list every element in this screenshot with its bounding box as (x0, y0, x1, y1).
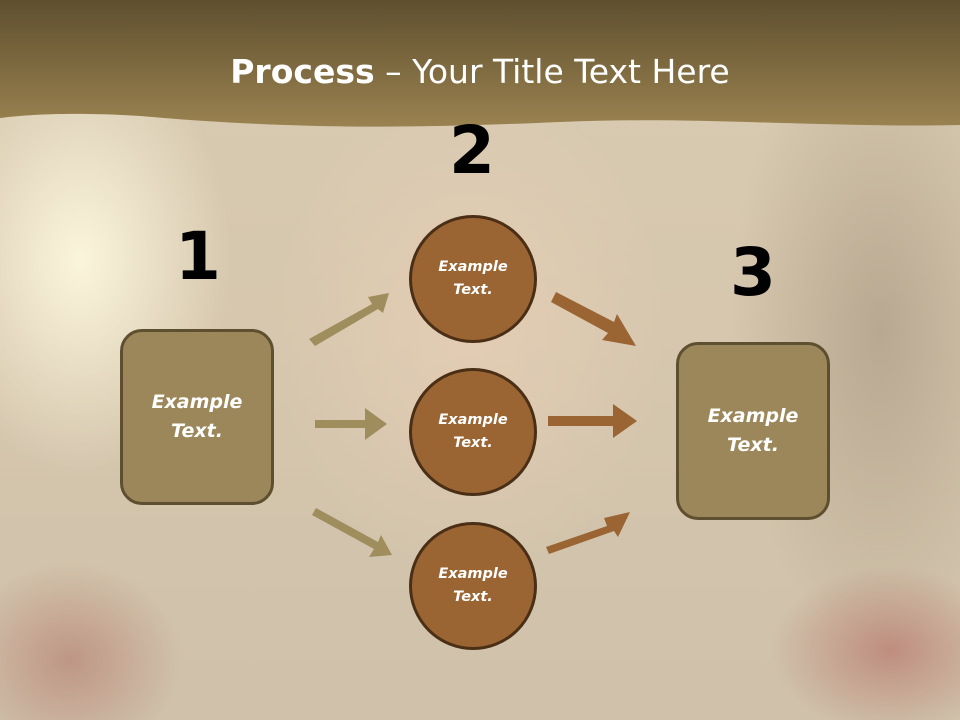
step-number-1: 1 (175, 218, 221, 295)
title-rest: – Your Title Text Here (374, 52, 730, 91)
process-node-bottom: Example Text. (409, 522, 537, 650)
arrow-left-bottom (312, 508, 392, 557)
arrow-left-top (309, 293, 389, 346)
slide-title: Process – Your Title Text Here (0, 52, 960, 91)
arrow-left-middle (315, 408, 387, 440)
step-number-3: 3 (730, 234, 776, 311)
step-box-3: Example Text. (676, 342, 830, 520)
header-banner (0, 0, 960, 127)
step-number-2: 2 (449, 112, 495, 189)
process-node-top: Example Text. (409, 215, 537, 343)
step-box-1: Example Text. (120, 329, 274, 505)
arrow-right-bottom (546, 512, 630, 554)
arrow-right-middle (548, 404, 637, 438)
arrow-right-top (551, 292, 636, 346)
title-bold: Process (230, 52, 375, 91)
process-node-middle: Example Text. (409, 368, 537, 496)
